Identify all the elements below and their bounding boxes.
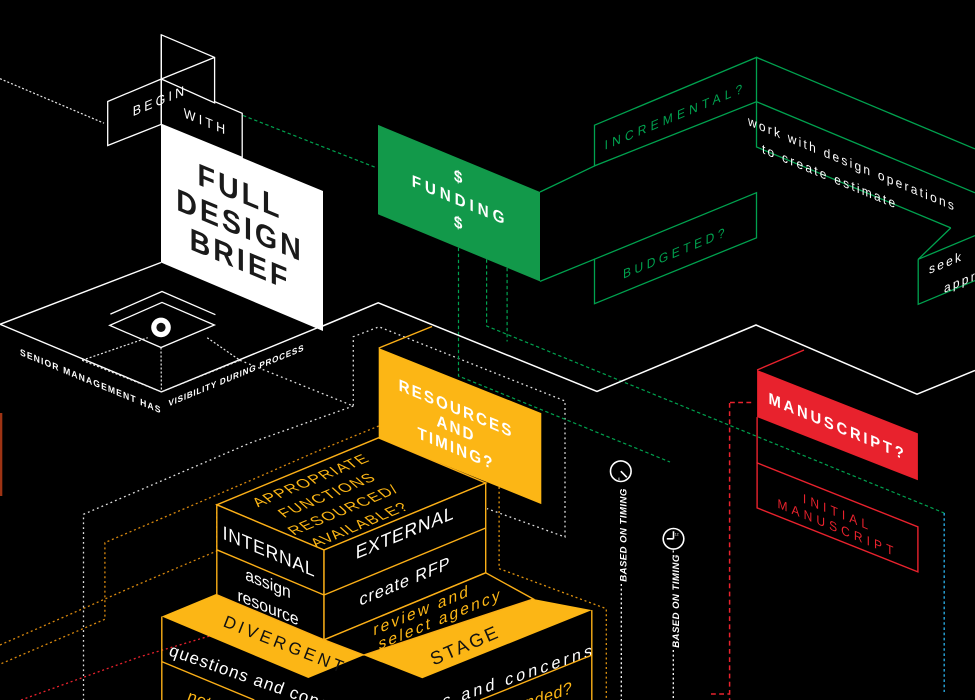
svg-text:12: 12 (675, 532, 679, 536)
svg-text:BASED ON TIMING: BASED ON TIMING (619, 488, 630, 582)
svg-text:BASED ON TIMING: BASED ON TIMING (671, 554, 682, 648)
svg-text:6: 6 (618, 477, 620, 481)
